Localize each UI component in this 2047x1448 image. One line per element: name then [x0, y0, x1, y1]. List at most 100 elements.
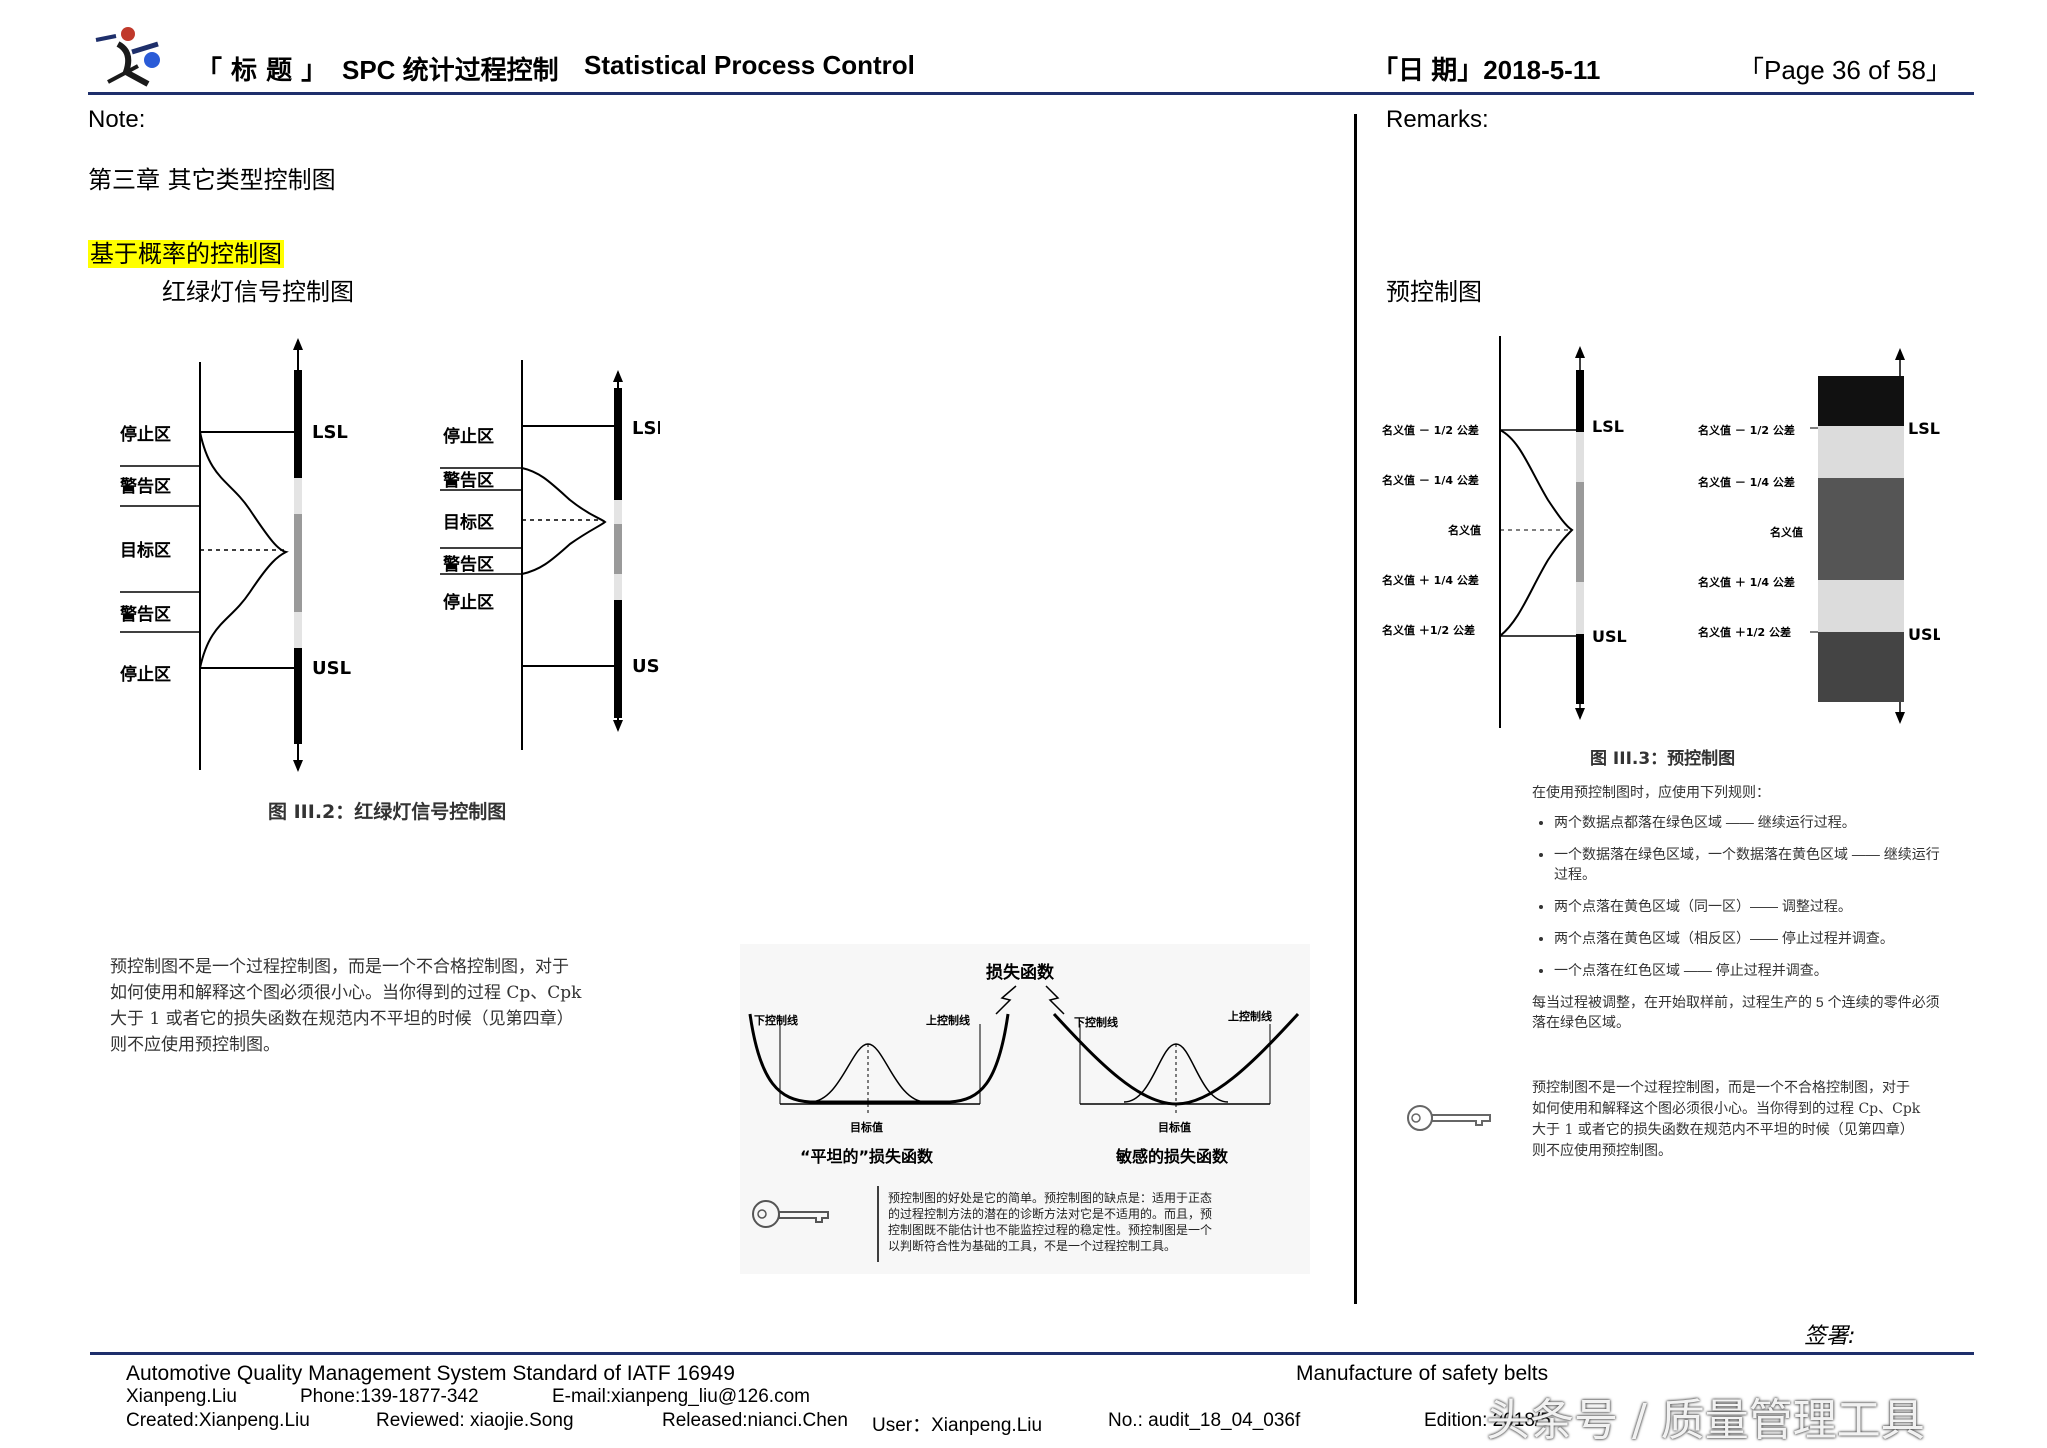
loss-note-line: 控制图既不能估计也不能监控过程的稳定性。预控制图是一个: [888, 1222, 1212, 1237]
figure-2-caption: 图 III.2：红绿灯信号控制图: [268, 800, 506, 823]
figure-3-caption: 图 III.3：预控制图: [1590, 748, 1735, 769]
highlighted-heading-text: 基于概率的控制图: [88, 240, 284, 268]
footer-product: Manufacture of safety belts: [1296, 1362, 1549, 1385]
footer-released: Released:nianci.Chen: [662, 1410, 848, 1431]
remarks-label: Remarks:: [1386, 106, 1489, 133]
zone-label-a-3: 警告区: [119, 604, 171, 625]
rule-item: 两个点落在黄色区域（同一区）—— 调整过程。: [1554, 896, 1952, 916]
nominal-label-a-4: 名义值 ＋1/2 公差: [1382, 623, 1475, 637]
loss-note-paragraph: 预控制图的好处是它的简单。预控制图的缺点是：适用于正态 的过程控制方法的潜在的诊…: [888, 1190, 1212, 1253]
flat-ucl-label: 上控制线: [926, 1013, 970, 1027]
sensitive-lcl-label: 下控制线: [1074, 1015, 1118, 1029]
lsl-label-a: LSL: [312, 422, 348, 443]
footer-divider: [90, 1352, 1974, 1355]
zone-label-b-1: 警告区: [442, 470, 494, 491]
zone-label-a-0: 停止区: [120, 424, 171, 445]
precontrol-chart-a: 名义值 － 1/2 公差 名义值 － 1/4 公差 名义值 名义值 ＋ 1/4 …: [1382, 336, 1627, 728]
flat-loss-caption: “平坦的”损失函数: [800, 1147, 934, 1166]
usl-label-c: USL: [1592, 627, 1627, 646]
footer-created: Created:Xianpeng.Liu: [126, 1410, 310, 1431]
rule-item: 一个点落在红色区域 —— 停止过程并调查。: [1554, 960, 1952, 980]
flat-target-label: 目标值: [850, 1120, 883, 1134]
paragraph-line: 预控制图不是一个过程控制图，而是一个不合格控制图，对于: [110, 957, 569, 977]
paragraph-precontrol-note: 预控制图不是一个过程控制图，而是一个不合格控制图，对于 如何使用和解释这个图必须…: [110, 954, 581, 1058]
highlighted-heading: 基于概率的控制图: [88, 234, 284, 269]
footer-author: Xianpeng.Liu: [126, 1386, 237, 1407]
loss-function-title: 损失函数: [986, 962, 1055, 983]
header-title-en: Statistical Process Control: [584, 50, 915, 80]
nominal-label-a-3: 名义值 ＋ 1/4 公差: [1382, 573, 1479, 587]
precontrol-chart-b: 名义值 － 1/2 公差 名义值 － 1/4 公差 名义值 名义值 ＋ 1/4 …: [1698, 348, 1940, 724]
chapter-title: 第三章 其它类型控制图: [88, 166, 336, 194]
zone-label-b-2: 目标区: [443, 512, 494, 533]
footer-number: No.: audit_18_04_036f: [1108, 1410, 1301, 1431]
adjust-note: 每当过程被调整，在开始取样前，过程生产的 5 个连续的零件必须落在绿色区域。: [1532, 994, 1940, 1030]
paragraph-line: 大于 1 或者它的损失函数在规范内不平坦的时候（见第四章）: [110, 1009, 574, 1029]
zone-label-a-2: 目标区: [120, 540, 171, 561]
lsl-label-d: LSL: [1908, 419, 1940, 438]
usl-label-d: USL: [1908, 625, 1940, 644]
precontrol-chart-figure: 名义值 － 1/2 公差 名义值 － 1/4 公差 名义值 名义值 ＋ 1/4 …: [1382, 336, 1940, 769]
loss-function-figure: 损失函数 下控制线 上控制线 目标值 “平坦的”损失函数 下控制线 上控制线 目…: [740, 944, 1310, 1274]
lsl-label-b: LSL: [632, 418, 660, 439]
paragraph-line: 则不应使用预控制图。: [1532, 1143, 1672, 1159]
rule-item: 两个数据点都落在绿色区域 —— 继续运行过程。: [1554, 812, 1952, 832]
nominal-label-b-4: 名义值 ＋1/2 公差: [1698, 625, 1791, 639]
header-title-cn: SPC 统计过程控制: [342, 55, 559, 85]
key-icon: [1407, 1105, 1491, 1131]
header-date: 「日 期」2018-5-11: [1372, 55, 1601, 85]
precontrol-rules: 在使用预控制图时，应使用下列规则： 两个数据点都落在绿色区域 —— 继续运行过程…: [1532, 782, 1952, 1032]
watermark: 头条号 / 质量管理工具: [1486, 1395, 1925, 1446]
footer-email: E-mail:xianpeng_liu@126.com: [552, 1386, 810, 1407]
zone-label-a-4: 停止区: [120, 664, 171, 685]
header-divider: [88, 92, 1974, 95]
footer-standard: Automotive Quality Management System Sta…: [126, 1362, 735, 1385]
usl-label-b: USL: [632, 656, 660, 677]
nominal-label-a-2: 名义值: [1448, 523, 1481, 537]
zone-label-b-4: 停止区: [443, 592, 494, 613]
flat-loss-plot: 下控制线 上控制线 目标值 “平坦的”损失函数: [748, 1013, 1010, 1166]
sensitive-loss-caption: 敏感的损失函数: [1115, 1147, 1229, 1166]
traffic-light-chart-a: 停止区 警告区 目标区 警告区 停止区 LSL USL: [119, 338, 351, 772]
zone-label-a-1: 警告区: [119, 476, 171, 497]
page-number: 「Page 36 of 58」: [1738, 55, 1952, 85]
header-title-label: 「 标 题 」: [196, 56, 328, 86]
nominal-label-a-0: 名义值 － 1/2 公差: [1382, 423, 1479, 437]
rules-intro: 在使用预控制图时，应使用下列规则：: [1532, 784, 1770, 800]
nominal-label-a-1: 名义值 － 1/4 公差: [1382, 473, 1479, 487]
nominal-label-b-0: 名义值 － 1/2 公差: [1698, 423, 1795, 437]
company-logo: [88, 22, 180, 92]
sensitive-target-label: 目标值: [1158, 1120, 1191, 1134]
loss-note-line: 以判断符合性为基础的工具，不是一个过程控制工具。: [888, 1238, 1176, 1253]
flat-lcl-label: 下控制线: [754, 1013, 798, 1027]
zone-label-b-3: 警告区: [442, 554, 494, 575]
rule-item: 两个点落在黄色区域（相反区）—— 停止过程并调查。: [1554, 928, 1952, 948]
loss-note-line: 预控制图的好处是它的简单。预控制图的缺点是：适用于正态: [888, 1190, 1212, 1205]
lsl-label-c: LSL: [1592, 417, 1624, 436]
paragraph-line: 则不应使用预控制图。: [110, 1035, 280, 1055]
sensitive-loss-plot: 下控制线 上控制线 目标值 敏感的损失函数: [1052, 1009, 1300, 1166]
footer-user: User：Xianpeng.Liu: [872, 1415, 1043, 1436]
right-precontrol-paragraph: 预控制图不是一个过程控制图，而是一个不合格控制图，对于 如何使用和解释这个图必须…: [1532, 1078, 1952, 1162]
usl-label-a: USL: [312, 658, 351, 679]
footer-edition: Edition: 2018/5: [1424, 1410, 1551, 1431]
traffic-light-chart-figure: 停止区 警告区 目标区 警告区 停止区 LSL USL 停止区 警告区 目标区 …: [119, 338, 660, 823]
nominal-label-b-2: 名义值: [1770, 525, 1803, 539]
footer-reviewed: Reviewed: xiaojie.Song: [376, 1410, 574, 1431]
loss-note-line: 的过程控制方法的潜在的诊断方法对它是不适用的。而且，预: [888, 1206, 1212, 1221]
paragraph-line: 如何使用和解释这个图必须很小心。当你得到的过程 Cp、Cpk: [110, 983, 582, 1003]
section-subtitle: 红绿灯信号控制图: [162, 278, 354, 306]
note-label: Note:: [88, 106, 146, 133]
zone-label-b-0: 停止区: [443, 426, 494, 447]
paragraph-line: 预控制图不是一个过程控制图，而是一个不合格控制图，对于: [1532, 1080, 1910, 1096]
signature-label: 签署:: [1804, 1324, 1856, 1349]
key-icon: [752, 1200, 829, 1228]
traffic-light-chart-b: 停止区 警告区 目标区 警告区 停止区 LSL USL: [440, 360, 660, 750]
rule-item: 一个数据落在绿色区域，一个数据落在黄色区域 —— 继续运行过程。: [1554, 844, 1952, 884]
paragraph-line: 大于 1 或者它的损失函数在规范内不平坦的时候（见第四章）: [1532, 1122, 1914, 1138]
nominal-label-b-1: 名义值 － 1/4 公差: [1698, 475, 1795, 489]
sensitive-ucl-label: 上控制线: [1228, 1009, 1272, 1023]
column-divider: [1354, 114, 1357, 1304]
nominal-label-b-3: 名义值 ＋ 1/4 公差: [1698, 575, 1795, 589]
footer-phone: Phone:139-1877-342: [300, 1386, 479, 1407]
